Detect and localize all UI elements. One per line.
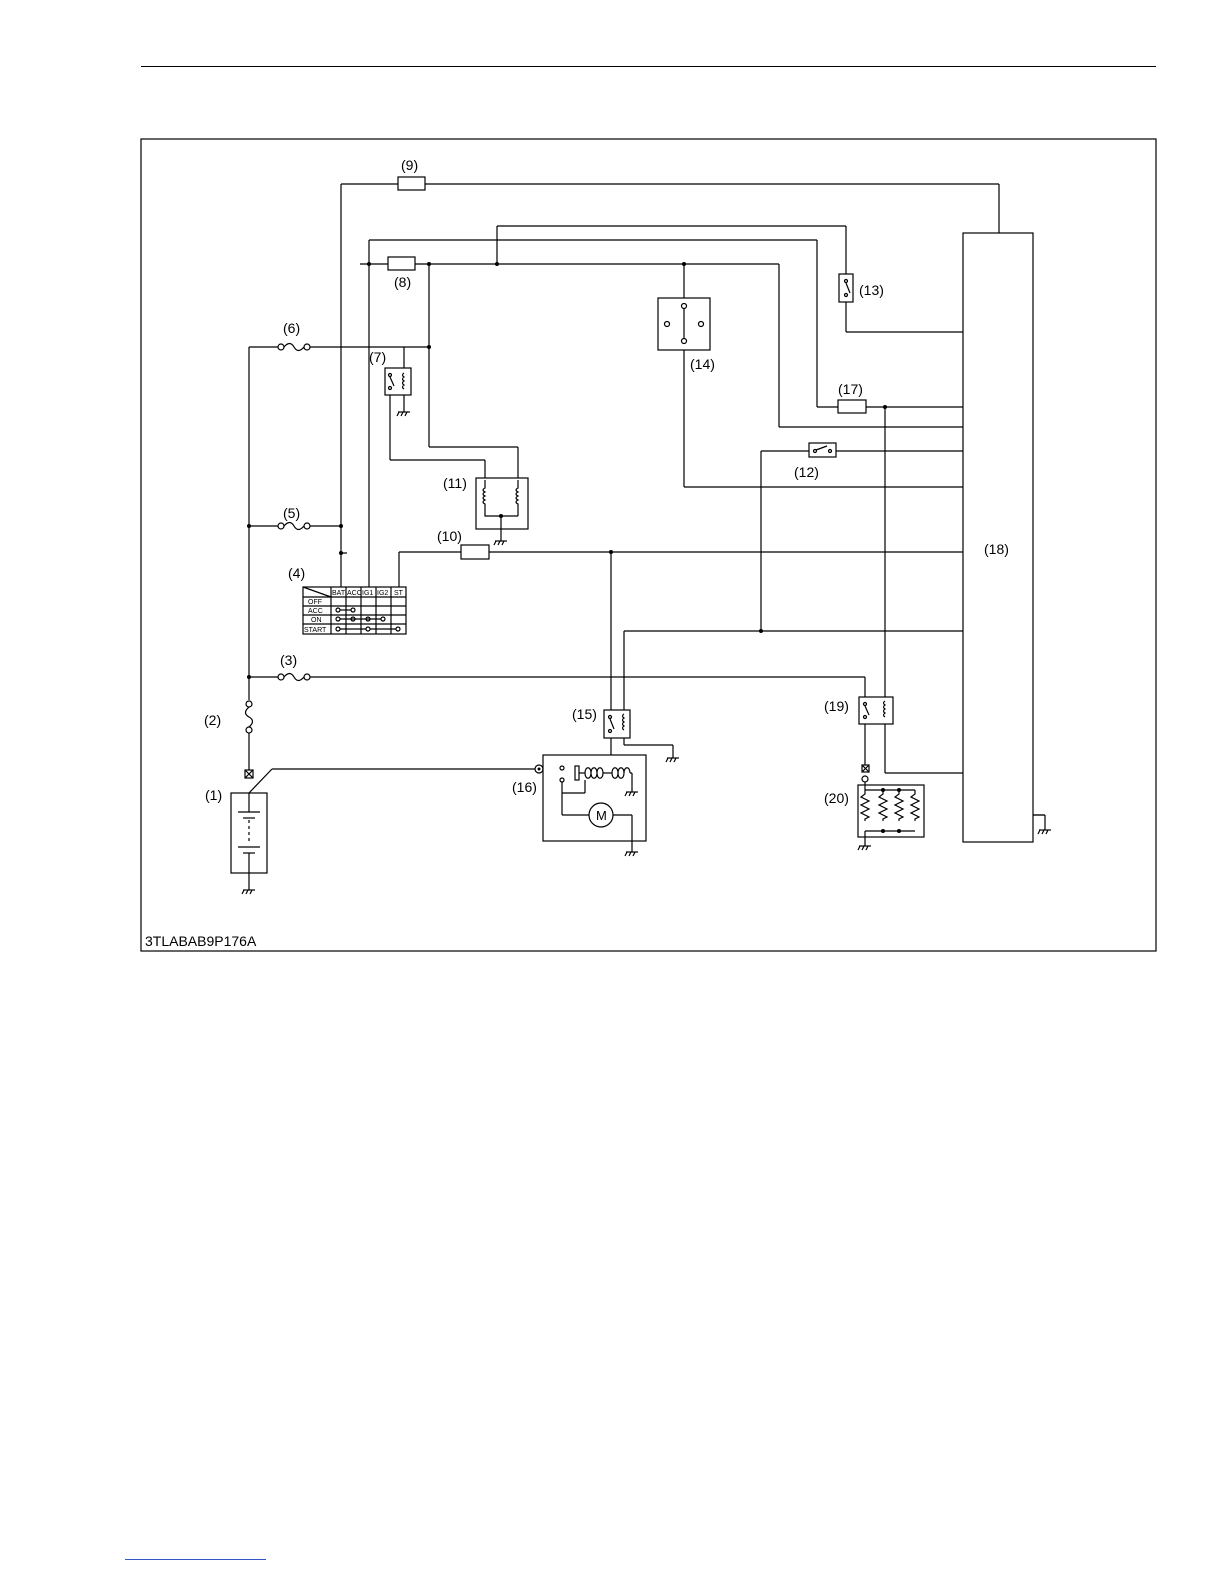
label-3: (3): [280, 652, 297, 668]
resistor-9: [398, 177, 425, 190]
label-17: (17): [838, 381, 863, 397]
label-15: (15): [572, 706, 597, 722]
label-11: (11): [443, 475, 467, 491]
label-19: (19): [824, 698, 849, 714]
controller-18: [963, 233, 1033, 842]
label-9: (9): [401, 157, 418, 173]
motor-symbol: M: [596, 808, 607, 823]
resistor-17: [838, 400, 866, 413]
key-row-off: OFF: [308, 599, 322, 606]
label-10: (10): [437, 528, 462, 544]
fuse-3: [278, 674, 310, 681]
relay-7: [385, 368, 411, 416]
switch-12: [809, 443, 836, 457]
ground-15: [666, 758, 679, 762]
label-20: (20): [824, 790, 849, 806]
resistor-8: [388, 257, 415, 270]
relay-19: [859, 697, 893, 724]
heater-20: [858, 765, 924, 850]
label-6: (6): [283, 320, 300, 336]
label-14: (14): [690, 356, 715, 372]
junction-dots: [247, 262, 887, 767]
label-8: (8): [394, 274, 411, 290]
footer-rule: [125, 1559, 266, 1560]
dual-coil-11: [476, 478, 528, 545]
label-13: (13): [859, 282, 884, 298]
key-col-ig2: IG2: [377, 590, 388, 597]
key-row-on: ON: [311, 617, 322, 624]
starter-16: M: [535, 755, 646, 856]
switch-13: [839, 274, 853, 302]
key-col-st: ST: [394, 590, 404, 597]
label-1: (1): [205, 787, 222, 803]
fusible-link-2: [246, 701, 253, 733]
key-row-start: START: [304, 627, 327, 634]
ground-18: [1038, 830, 1051, 834]
resistor-10: [461, 545, 489, 559]
fuse-6: [278, 344, 310, 351]
key-col-bat: BAT: [332, 590, 346, 597]
label-2: (2): [204, 712, 221, 728]
label-4: (4): [288, 565, 305, 581]
figure-code: 3TLABAB9P176A: [145, 933, 257, 949]
key-col-ig1: IG1: [362, 590, 373, 597]
label-16: (16): [512, 779, 537, 795]
wires: [249, 184, 1045, 890]
label-7: (7): [369, 349, 386, 365]
label-5: (5): [283, 505, 300, 521]
component-14: [658, 298, 710, 350]
label-12: (12): [794, 464, 819, 480]
key-switch-4: BAT ACC IG1 IG2 ST OFF ACC ON START: [303, 587, 406, 634]
fuse-5: [278, 523, 310, 530]
label-18: (18): [984, 541, 1009, 557]
relay-15: [604, 710, 630, 738]
key-row-acc: ACC: [308, 608, 323, 615]
key-col-acc: ACC: [347, 590, 362, 597]
